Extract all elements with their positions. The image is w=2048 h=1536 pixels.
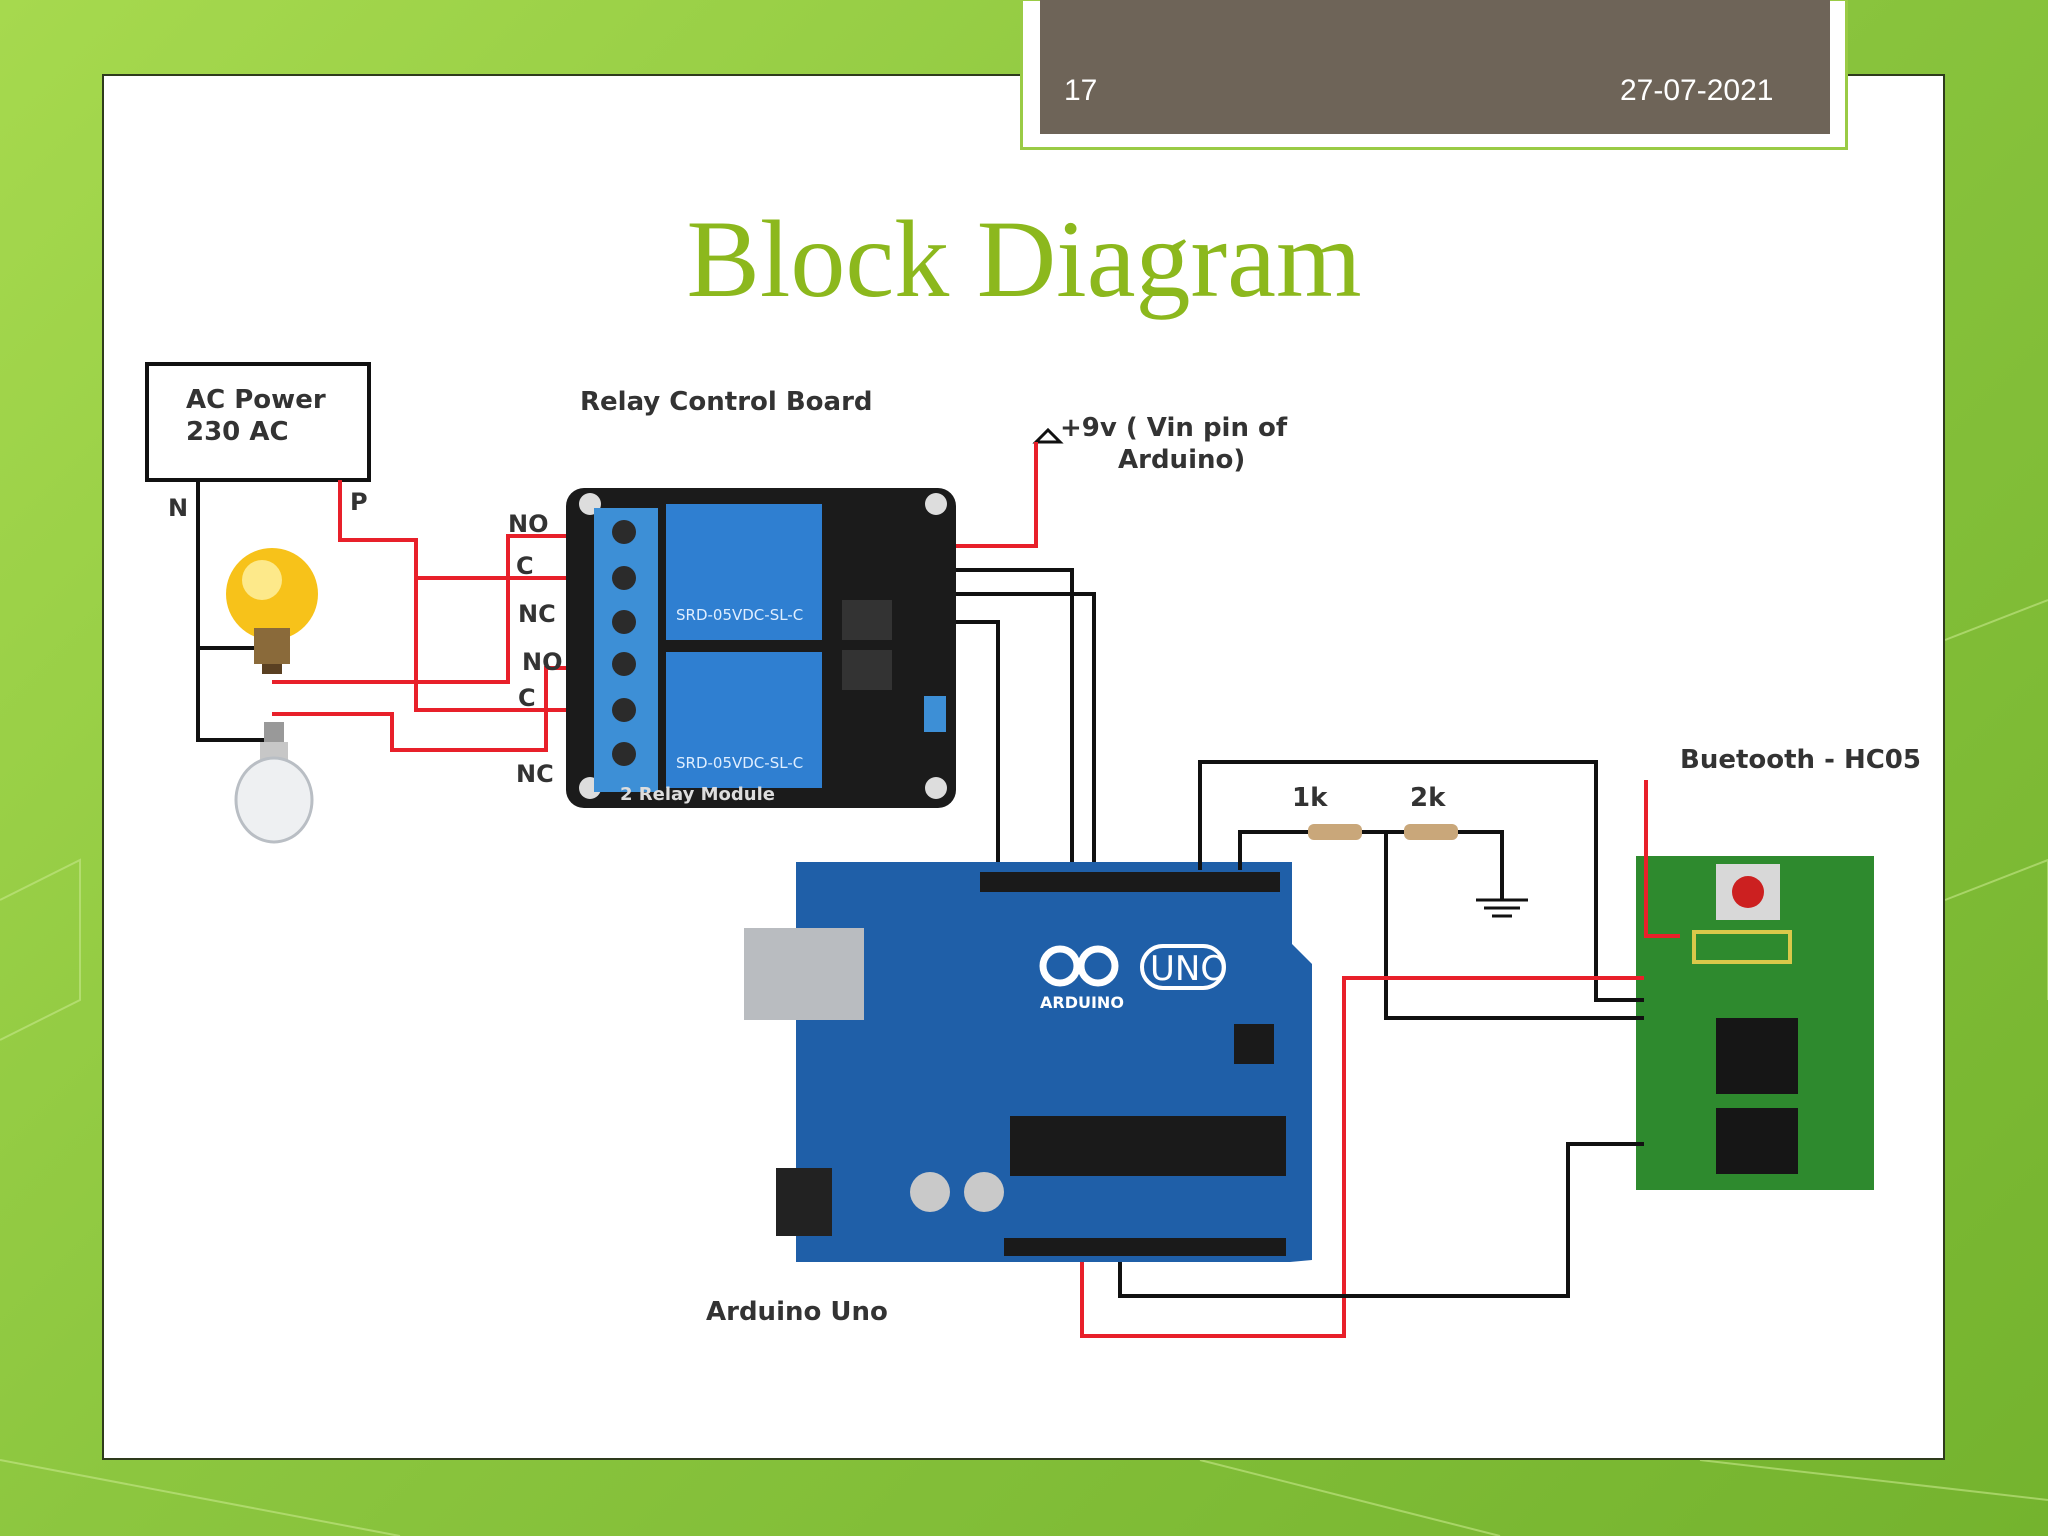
terminal-nc-1: NC <box>518 600 556 628</box>
slide-date: 27-07-2021 <box>1620 74 1774 107</box>
slide-title: Block Diagram <box>686 198 1362 320</box>
slide-number: 17 <box>1064 74 1098 107</box>
relay-board: SRD-05VDC-SL-C SRD-05VDC-SL-C 2 Relay Mo… <box>566 488 956 808</box>
relay-signal-wires <box>956 442 1096 870</box>
relay-terminal-labels: NO C NC NO C NC <box>508 510 563 788</box>
phase-wires <box>272 480 582 752</box>
bulb-off-icon <box>234 722 314 844</box>
arduino-brand: ARDUINO <box>1040 993 1124 1012</box>
ac-power-label-1: AC Power <box>186 385 326 415</box>
ac-power-label-2: 230 AC <box>186 417 289 447</box>
relay-board-title: Relay Control Board <box>580 387 873 417</box>
bluetooth-hc05-module <box>1636 856 1874 1190</box>
header-tab <box>1040 0 1830 134</box>
arduino-uno-board: UNO ARDUINO <box>744 862 1312 1262</box>
vin-arrow-icon <box>1032 427 1064 444</box>
neutral-label: N <box>168 494 188 522</box>
relay-part-1: SRD-05VDC-SL-C <box>676 606 803 624</box>
resistor-network <box>1238 824 1528 918</box>
terminal-nc-2: NC <box>516 760 554 788</box>
terminal-c-2: C <box>518 684 536 712</box>
terminal-c-1: C <box>516 552 534 580</box>
terminal-no-2: NO <box>522 648 563 676</box>
bluetooth-label: Buetooth - HC05 <box>1680 745 1921 775</box>
relay-part-2: SRD-05VDC-SL-C <box>676 754 803 772</box>
vin-label-1: +9v ( Vin pin of <box>1060 413 1288 443</box>
bluetooth-wires <box>1080 760 1680 1338</box>
phase-label: P <box>350 488 368 516</box>
bulb-on-icon <box>226 548 318 674</box>
vin-label-2: Arduino) <box>1118 445 1245 475</box>
arduino-logo-text: UNO <box>1150 949 1227 989</box>
resistor-1k: 1k <box>1292 783 1328 813</box>
resistor-2k: 2k <box>1410 783 1446 813</box>
ac-power-box <box>145 362 371 482</box>
terminal-no-1: NO <box>508 510 549 538</box>
arduino-label: Arduino Uno <box>706 1297 888 1327</box>
relay-module-text: 2 Relay Module <box>620 784 775 805</box>
